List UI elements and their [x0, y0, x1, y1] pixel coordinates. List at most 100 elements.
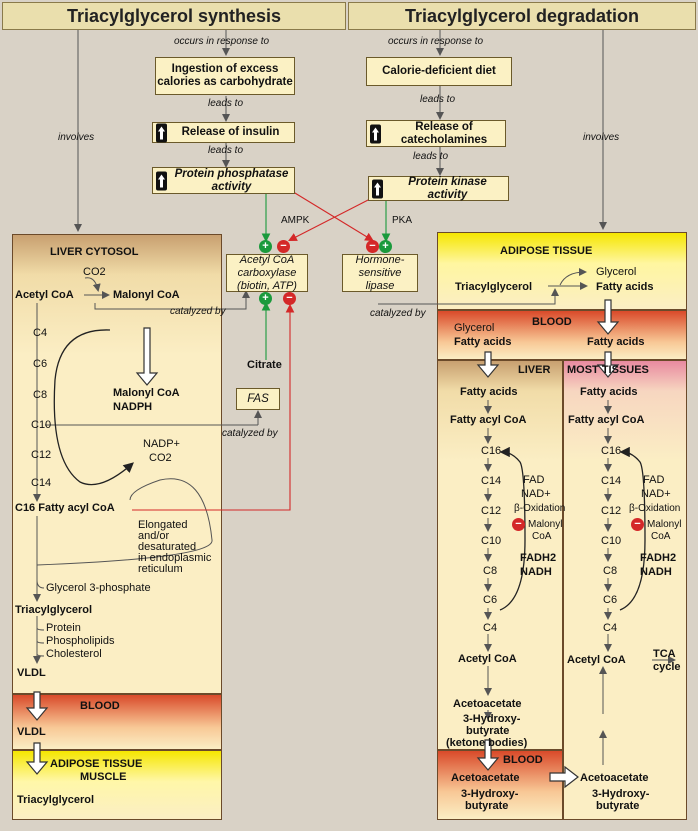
elongated-label: desaturated: [138, 541, 197, 553]
blood-right-title: BLOOD: [532, 316, 572, 328]
adipose-tag-label: Triacylglycerol: [455, 281, 533, 293]
elongated-label: Elongated: [138, 519, 188, 531]
fatty-acids-blood-label: Fatty acids: [454, 336, 512, 348]
adipose-muscle-title: ADIPOSE TISSUE: [50, 758, 143, 770]
liver-title: LIVER: [518, 364, 551, 376]
liver-cytosol-title: LIVER CYTOSOL: [50, 246, 139, 258]
carbon-label: C8: [603, 565, 618, 577]
c16-fatty-acyl-coa-label: C16 Fatty acyl CoA: [15, 502, 115, 514]
blood-bottom-title: BLOOD: [503, 754, 543, 766]
malonyl-coa-label: Malonyl CoA: [113, 289, 180, 301]
blood-right-panel: [437, 310, 687, 360]
triacylglycerol-label: Triacylglycerol: [15, 604, 93, 616]
insulin-box: Release of insulin: [152, 122, 295, 143]
carbon-label: C6: [33, 358, 48, 370]
ampk-label: AMPK: [281, 215, 310, 226]
nadh-label: NADH: [520, 566, 552, 578]
liver-fatty-acids: Fatty acids: [460, 386, 518, 398]
liver-acetoacetate: Acetoacetate: [453, 698, 522, 710]
fadh2-label: FADH2: [520, 552, 557, 564]
fatty-acids-label: Fatty acids: [596, 281, 654, 293]
mt-hydroxybutyrate: 3-Hydroxy-: [592, 788, 650, 800]
hormone-sensitive-lipase-box: Hormone-sensitive lipase: [342, 254, 418, 292]
activation-icon: +: [379, 240, 392, 253]
inhibition-icon: −: [512, 518, 525, 531]
phospholipids-label: Phospholipids: [46, 635, 115, 647]
leads-label-2: leads to: [208, 145, 244, 156]
nadh-label: NADH: [640, 566, 672, 578]
inhibition-icon: −: [283, 292, 296, 305]
mt-butyrate: butyrate: [596, 800, 640, 812]
carbon-label: C12: [601, 505, 622, 517]
fad-label: FAD: [523, 474, 545, 486]
co2-output-label: CO2: [149, 452, 172, 464]
increase-arrow-icon: [156, 123, 167, 142]
beta-oxidation-label: β-Oxidation: [514, 503, 566, 514]
insulin-label: Release of insulin: [181, 126, 280, 138]
nad-label: NAD+: [521, 488, 551, 500]
fadh2-label: FADH2: [640, 552, 677, 564]
carbon-label: C6: [483, 594, 498, 606]
leads-label-3: leads to: [420, 94, 456, 105]
co2-label: CO2: [83, 266, 106, 278]
most-tissues-title: MOST TISSUES: [567, 364, 649, 376]
carbon-label: C14: [31, 477, 52, 489]
carbon-label: C8: [483, 565, 498, 577]
citrate-label: Citrate: [247, 359, 282, 371]
nad-label: NAD+: [641, 488, 671, 500]
hydroxybutyrate-label: 3-Hydroxy-: [463, 713, 521, 725]
ketone-bodies-label: (ketone bodies): [446, 737, 528, 749]
pka-label: PKA: [392, 215, 413, 226]
coa-label: CoA: [651, 531, 671, 542]
carbon-label: C14: [481, 475, 502, 487]
activation-icon: +: [259, 240, 272, 253]
occurs-label-left: occurs in response to: [174, 36, 270, 47]
elongated-label: in endoplasmic: [138, 552, 212, 564]
leads-label-4: leads to: [413, 151, 449, 162]
mt-acetyl-coa: Acetyl CoA: [567, 654, 626, 666]
activation-icon: +: [259, 292, 272, 305]
kinase-label: Protein kinase activity: [408, 175, 487, 201]
increase-arrow-icon: [370, 124, 381, 143]
tca-label: TCA: [653, 648, 676, 660]
elongated-label: reticulum: [138, 563, 183, 575]
carbon-label: C12: [481, 505, 502, 517]
liver-cytosol-panel: [12, 234, 222, 694]
increase-arrow-icon: [156, 171, 167, 190]
malonyl-label: Malonyl: [528, 519, 563, 530]
leads-label-1: leads to: [208, 98, 244, 109]
fas-box: FAS: [236, 388, 280, 410]
liver-panel: [437, 360, 563, 750]
increase-arrow-icon: [372, 179, 383, 198]
glycerol-label: Glycerol: [596, 266, 637, 278]
cholesterol-label: Cholesterol: [46, 648, 102, 660]
vldl-label: VLDL: [17, 667, 46, 679]
malonyl-label: Malonyl: [647, 519, 682, 530]
nadph-label: NADPH: [113, 401, 153, 413]
catalyzed-by-label: catalyzed by: [370, 308, 426, 319]
catecholamines-box: Release of catecholamines: [366, 120, 506, 147]
coa-label: CoA: [532, 531, 552, 542]
ingestion-box: Ingestion of excess calories as carbohyd…: [155, 57, 295, 95]
elongated-label: and/or: [138, 530, 170, 542]
inhibition-icon: −: [277, 240, 290, 253]
butyrate-label: butyrate: [466, 725, 510, 737]
inhibition-icon: −: [366, 240, 379, 253]
carbon-label: C4: [483, 622, 498, 634]
synthesis-header: Triacylglycerol synthesis: [2, 2, 346, 30]
carbon-label: C4: [603, 622, 618, 634]
blood-butyrate: butyrate: [465, 800, 509, 812]
carbon-label: C10: [481, 535, 502, 547]
muscle-title: MUSCLE: [80, 771, 127, 783]
carbon-label: C16: [481, 445, 502, 457]
carbon-label: C12: [31, 449, 52, 461]
mt-fatty-acyl-coa: Fatty acyl CoA: [568, 414, 645, 426]
malonyl-coa-input-label: Malonyl CoA: [113, 387, 180, 399]
diet-box: Calorie-deficient diet: [366, 57, 512, 86]
triacylglycerol-storage-label: Triacylglycerol: [17, 794, 95, 806]
adipose-panel: [437, 232, 687, 310]
blood-hydroxybutyrate: 3-Hydroxy-: [461, 788, 519, 800]
mt-acetoacetate: Acetoacetate: [580, 772, 649, 784]
blood-bottom-panel: [437, 750, 563, 820]
carbon-label: C16: [601, 445, 622, 457]
